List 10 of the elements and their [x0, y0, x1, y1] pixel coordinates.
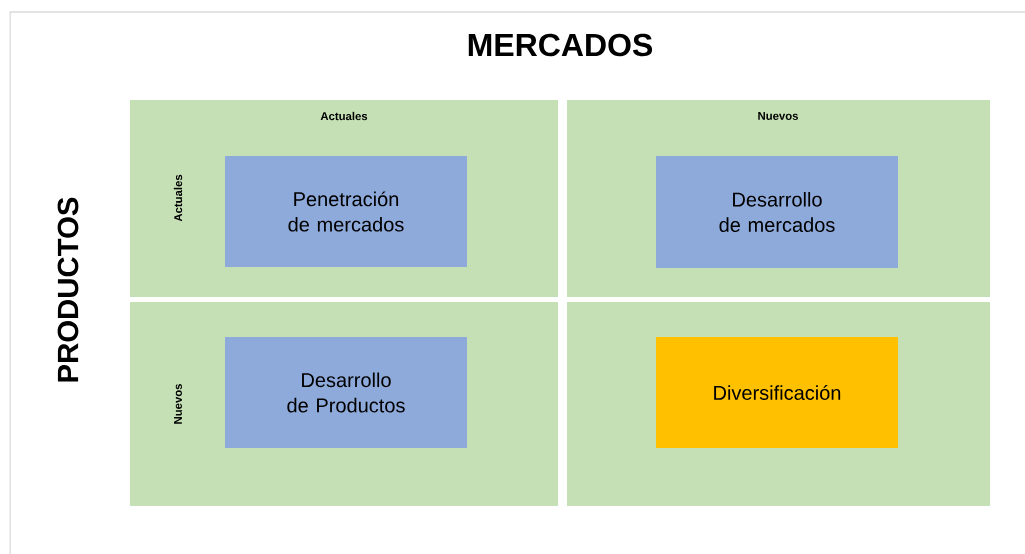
row-header: Actuales — [173, 174, 183, 222]
title: MERCADOS — [468, 33, 653, 57]
strategy-box: Desarrollo de mercados — [656, 156, 898, 268]
column-header: Nuevos — [758, 112, 798, 120]
strategy-box: Desarrollo de Productos — [225, 337, 467, 448]
column-header: Actuales — [320, 111, 368, 121]
strategy-box: Penetración de mercados — [225, 156, 467, 267]
axis-title: PRODUCTOS — [57, 197, 79, 382]
row-header: Nuevos — [174, 384, 182, 424]
strategy-box: Diversificación — [656, 337, 898, 448]
